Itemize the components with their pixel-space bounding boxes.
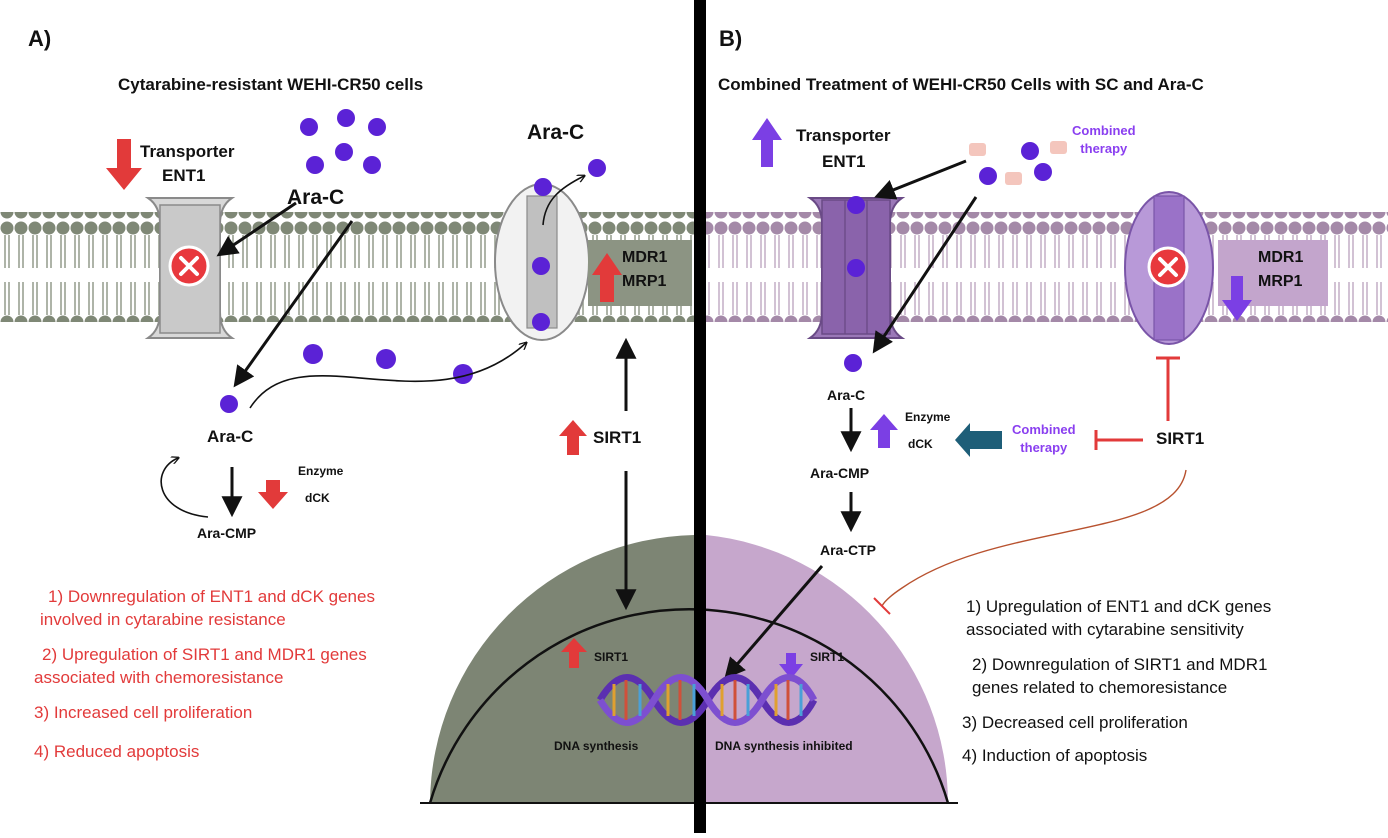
finding-b-3: 3) Decreased cell proliferation bbox=[962, 712, 1188, 732]
arrow-ara-c-to-ent1 bbox=[216, 201, 297, 257]
findings-list-a: 1) Downregulation of ENT1 and dCK genes … bbox=[34, 586, 375, 764]
ara-c-label-cyto: Ara-C bbox=[207, 427, 254, 446]
ara-c-label-drug: Ara-C bbox=[287, 186, 345, 209]
mrp1-label-b: MRP1 bbox=[1258, 273, 1303, 290]
finding-b-1b: associated with cytarabine sensitivity bbox=[966, 619, 1244, 639]
sirt1-label-a: SIRT1 bbox=[593, 428, 642, 447]
purple-arrows bbox=[752, 118, 1252, 679]
dna-synthesis-label: DNA synthesis bbox=[554, 739, 639, 753]
panel-b-label: B) bbox=[719, 26, 743, 51]
arrow-ara-c-into-cell bbox=[233, 220, 354, 388]
combined-top-line1: Combined bbox=[1072, 123, 1136, 138]
transporter-label-b: Transporter bbox=[796, 126, 891, 145]
arrow-ctp-to-dna-b bbox=[724, 565, 824, 680]
finding-b-2: 2) Downregulation of SIRT1 and MDR1 bbox=[972, 654, 1268, 674]
combined-therapy-mid: Combined therapy bbox=[1012, 421, 1076, 456]
combined-mid-line1: Combined bbox=[1012, 422, 1076, 437]
dck-label-b: dCK bbox=[908, 437, 933, 451]
red-arrows bbox=[106, 139, 622, 668]
ara-cmp-label-b: Ara-CMP bbox=[810, 465, 870, 481]
mdr1-label-a: MDR1 bbox=[622, 249, 668, 266]
arrow-recycle-loop bbox=[160, 458, 209, 518]
panel-a-label: A) bbox=[28, 26, 52, 51]
dna-helix bbox=[596, 674, 818, 726]
ara-c-label-b: Ara-C bbox=[827, 387, 866, 403]
mdr-labels-b: MDR1 MRP1 bbox=[1258, 246, 1303, 294]
enzyme-label-b: Enzyme bbox=[905, 410, 951, 424]
ara-cmp-label-a: Ara-CMP bbox=[197, 525, 257, 541]
findings-list-b: 1) Upregulation of ENT1 and dCK genes as… bbox=[962, 596, 1271, 768]
combined-mid-line2: therapy bbox=[1020, 439, 1068, 455]
ara-ctp-label-b: Ara-CTP bbox=[820, 542, 877, 558]
nucleus-a bbox=[430, 535, 694, 803]
finding-a-2b: associated with chemoresistance bbox=[34, 667, 284, 687]
blocked-x-icon-b bbox=[1147, 246, 1189, 288]
finding-b-1: 1) Upregulation of ENT1 and dCK genes bbox=[966, 597, 1272, 616]
mdr1-label-b: MDR1 bbox=[1258, 249, 1304, 266]
panel-divider bbox=[694, 0, 706, 833]
inhibition-markers bbox=[1094, 356, 1180, 450]
blocked-x-icon bbox=[168, 245, 210, 287]
combined-therapy-top: Combined therapy bbox=[1072, 122, 1136, 157]
finding-b-2b: genes related to chemoresistance bbox=[972, 677, 1228, 697]
finding-a-2: 2) Upregulation of SIRT1 and MDR1 genes bbox=[42, 644, 367, 664]
sirt1-nucleus-label-b: SIRT1 bbox=[810, 650, 845, 664]
finding-a-4: 4) Reduced apoptosis bbox=[34, 741, 200, 761]
arrow-efflux-out bbox=[542, 176, 584, 226]
finding-a-1: 1) Downregulation of ENT1 and dCK genes bbox=[48, 587, 375, 606]
mrp1-label-a: MRP1 bbox=[622, 273, 667, 290]
ent1-label-a: ENT1 bbox=[162, 166, 206, 185]
panel-a-title: Cytarabine-resistant WEHI-CR50 cells bbox=[118, 75, 424, 94]
combined-top-line2: therapy bbox=[1080, 140, 1128, 156]
dck-label-a: dCK bbox=[305, 491, 330, 505]
finding-a-1b: involved in cytarabine resistance bbox=[40, 609, 286, 629]
inhibit-dna-curve bbox=[873, 469, 1187, 615]
finding-b-4: 4) Induction of apoptosis bbox=[962, 745, 1148, 765]
enzyme-label-a: Enzyme bbox=[298, 464, 344, 478]
panel-b-title: Combined Treatment of WEHI-CR50 Cells wi… bbox=[718, 75, 1204, 94]
sirt1-label-b: SIRT1 bbox=[1156, 429, 1205, 448]
nucleus-b bbox=[706, 535, 948, 803]
sirt1-nucleus-label-a: SIRT1 bbox=[594, 650, 629, 664]
transporter-label-a: Transporter bbox=[140, 142, 235, 161]
arrow-efflux-curve bbox=[249, 343, 526, 409]
ent1-label-b: ENT1 bbox=[822, 152, 866, 171]
ara-c-label-efflux: Ara-C bbox=[527, 121, 585, 144]
ara-c-molecules bbox=[220, 109, 1052, 413]
arrow-drug-to-ent1-b bbox=[874, 159, 967, 200]
finding-a-3: 3) Increased cell proliferation bbox=[34, 702, 253, 722]
sc-molecules bbox=[969, 141, 1067, 185]
arrow-drug-into-cell-b bbox=[872, 196, 978, 354]
teal-arrow-to-dck bbox=[955, 423, 1002, 457]
dna-inhibited-label: DNA synthesis inhibited bbox=[715, 739, 853, 753]
mdr-labels-a: MDR1 MRP1 bbox=[622, 246, 667, 294]
